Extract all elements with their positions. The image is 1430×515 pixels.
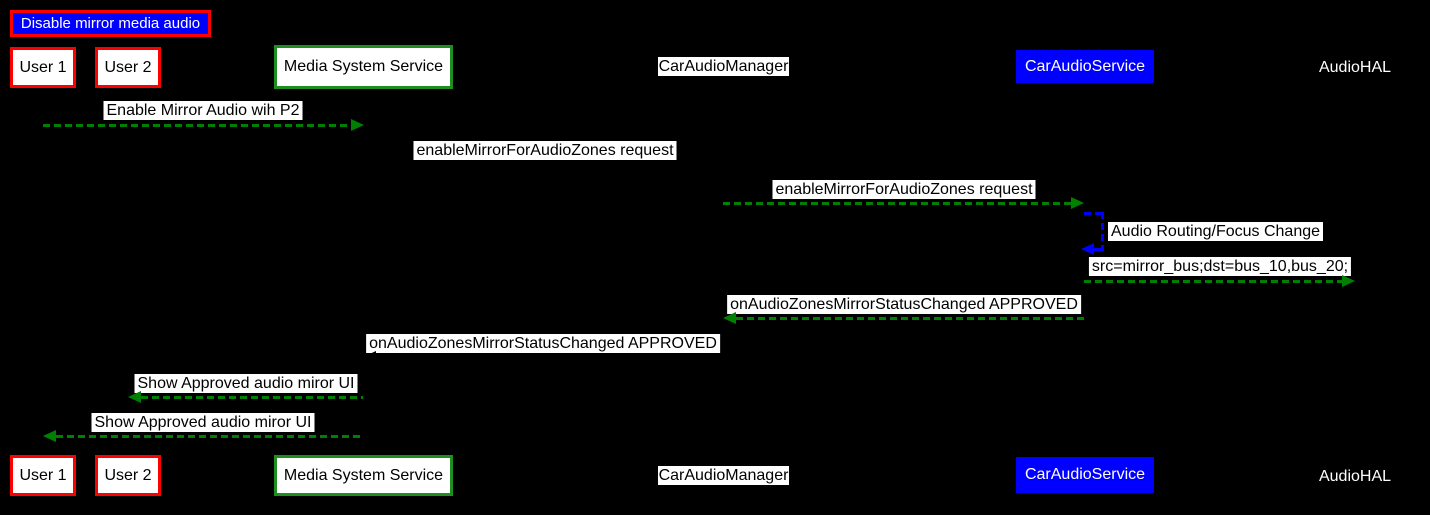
arrowhead-right-icon — [710, 158, 723, 170]
self-loop-top-segment — [1084, 212, 1104, 215]
lifeline-audiohal — [1354, 90, 1356, 457]
message-arrow-9 — [56, 435, 363, 438]
self-loop-right-segment — [1101, 212, 1104, 251]
participant-caraudiomanager-bottom: CarAudioManager — [658, 466, 789, 485]
message-arrow-1 — [43, 124, 351, 127]
participant-user1-bottom: User 1 — [10, 455, 76, 496]
participant-caraudioservice-top: CarAudioService — [1016, 50, 1154, 83]
message-label-audio-routing-focus-change: Audio Routing/Focus Change — [1108, 222, 1324, 241]
message-arrow-6 — [736, 317, 1084, 320]
participant-user1-top: User 1 — [10, 47, 76, 88]
lifeline-user2 — [127, 90, 129, 457]
participant-media-system-service-bottom: Media System Service — [274, 455, 453, 496]
message-arrow-7 — [376, 356, 723, 359]
message-label-show-approved-ui-1: Show Approved audio miror UI — [134, 374, 358, 393]
message-label-show-approved-ui-2: Show Approved audio miror UI — [91, 413, 315, 432]
diagram-title: Disable mirror media audio — [10, 10, 211, 37]
lifeline-caraudiomanager — [722, 90, 724, 457]
message-label-enable-mirror-audio: Enable Mirror Audio wih P2 — [103, 101, 303, 120]
participant-media-system-service-top: Media System Service — [274, 45, 453, 89]
participant-user2-top: User 2 — [95, 47, 161, 88]
arrowhead-left-icon — [723, 312, 736, 324]
arrowhead-left-icon — [363, 351, 376, 363]
message-label-status-changed-approved-1: onAudioZonesMirrorStatusChanged APPROVED — [727, 295, 1081, 314]
participant-user2-bottom: User 2 — [95, 455, 161, 496]
participant-caraudioservice-bottom: CarAudioService — [1016, 457, 1154, 493]
participant-audiohal-bottom: AudioHAL — [1318, 467, 1392, 485]
message-arrow-5 — [1084, 280, 1342, 283]
arrowhead-right-icon — [1342, 275, 1355, 287]
message-label-enable-mirror-request-2: enableMirrorForAudioZones request — [772, 180, 1036, 199]
participant-audiohal-top: AudioHAL — [1318, 58, 1392, 76]
self-loop-bottom-segment — [1094, 248, 1104, 251]
message-arrow-2 — [363, 163, 710, 166]
message-label-src-mirror-bus: src=mirror_bus;dst=bus_10,bus_20; — [1088, 257, 1352, 276]
arrowhead-left-icon — [128, 391, 141, 403]
arrowhead-left-icon — [43, 430, 56, 442]
arrowhead-left-icon — [1081, 243, 1094, 255]
lifeline-media-system-service — [362, 90, 364, 457]
lifeline-user1 — [42, 90, 44, 457]
arrowhead-right-icon — [1071, 197, 1084, 209]
message-arrow-3 — [723, 202, 1071, 205]
lifeline-caraudioservice — [1083, 90, 1085, 457]
message-arrow-8 — [141, 396, 363, 399]
message-label-status-changed-approved-2: onAudioZonesMirrorStatusChanged APPROVED — [366, 334, 720, 353]
message-label-enable-mirror-request-1: enableMirrorForAudioZones request — [413, 141, 677, 160]
arrowhead-right-icon — [351, 119, 364, 131]
participant-caraudiomanager-top: CarAudioManager — [658, 57, 789, 76]
